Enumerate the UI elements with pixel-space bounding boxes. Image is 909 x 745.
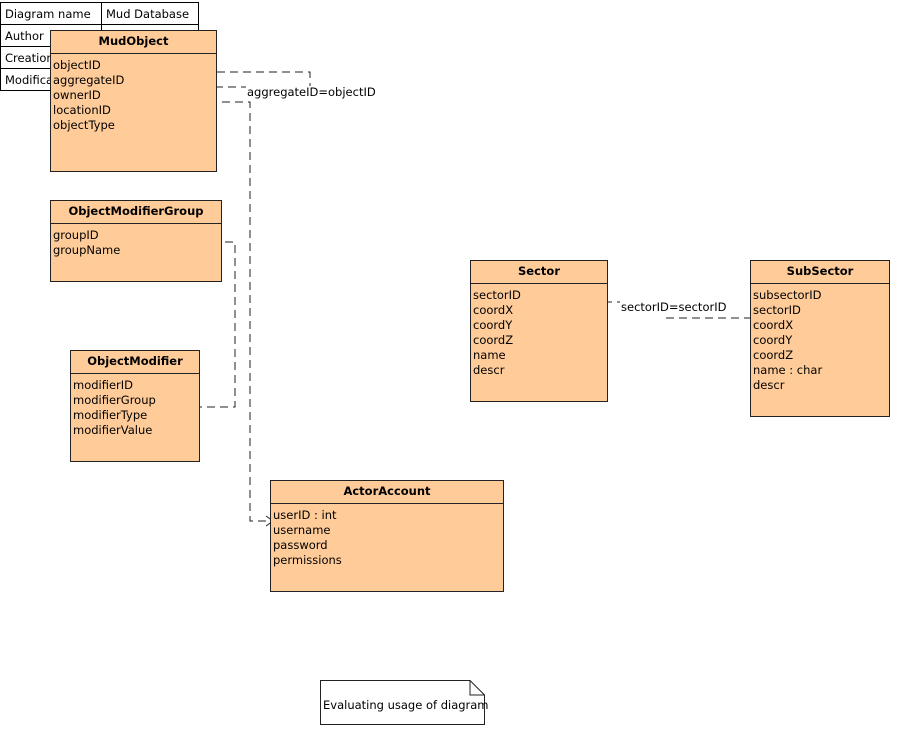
entity-field[interactable]: coordZ	[473, 333, 514, 347]
entity-title: MudObject	[51, 31, 216, 54]
entity-field[interactable]: groupID	[53, 228, 99, 242]
entity-field[interactable]: modifierGroup	[73, 393, 156, 407]
entity-field[interactable]: sectorID	[753, 303, 801, 317]
entity-field[interactable]: ownerID	[53, 88, 101, 102]
entity-field[interactable]: password	[273, 538, 328, 552]
entity-actoraccount[interactable]: ActorAccount userID : int username passw…	[270, 480, 504, 592]
entity-field[interactable]: groupName	[53, 243, 121, 257]
entity-field[interactable]: name	[473, 348, 506, 362]
info-key: Diagram name	[0, 2, 102, 25]
entity-field[interactable]: descr	[473, 363, 505, 377]
entity-field[interactable]: name : char	[753, 363, 823, 377]
entity-field[interactable]: coordZ	[753, 348, 794, 362]
entity-title: ObjectModifierGroup	[51, 201, 221, 224]
entity-field[interactable]: coordY	[753, 333, 793, 347]
note-text: Evaluating usage of diagram	[323, 698, 489, 712]
entity-field[interactable]: aggregateID	[53, 73, 125, 87]
entity-field[interactable]: subsectorID	[753, 288, 822, 302]
entity-field[interactable]: modifierValue	[73, 423, 153, 437]
entity-field[interactable]: coordX	[473, 303, 514, 317]
entity-field[interactable]: descr	[753, 378, 785, 392]
entity-field[interactable]: sectorID	[473, 288, 521, 302]
info-value: Mud Database	[101, 2, 199, 25]
entity-objectmodifiergroup[interactable]: ObjectModifierGroup groupID groupName	[50, 200, 222, 282]
relation-sector-label: sectorID=sectorID	[620, 300, 728, 314]
entity-field[interactable]: locationID	[53, 103, 111, 117]
entity-sector[interactable]: Sector sectorID coordX coordY coordZ nam…	[470, 260, 608, 402]
entity-subsector[interactable]: SubSector subsectorID sectorID coordX co…	[750, 260, 890, 417]
entity-title: ActorAccount	[271, 481, 503, 504]
entity-objectmodifier[interactable]: ObjectModifier modifierID modifierGroup …	[70, 350, 200, 462]
entity-field[interactable]: permissions	[273, 553, 342, 567]
entity-title: Sector	[471, 261, 607, 284]
note-shape	[320, 680, 485, 725]
entity-field[interactable]: objectType	[53, 118, 115, 132]
entity-mudobject[interactable]: MudObject objectID aggregateID ownerID l…	[50, 30, 217, 172]
entity-title: SubSector	[751, 261, 889, 284]
entity-field[interactable]: username	[273, 523, 331, 537]
entity-field[interactable]: coordX	[753, 318, 794, 332]
diagram-note[interactable]: Evaluating usage of diagram	[320, 680, 489, 725]
entity-field[interactable]: modifierID	[73, 378, 134, 392]
entity-title: ObjectModifier	[71, 351, 199, 374]
entity-field[interactable]: modifierType	[73, 408, 148, 422]
relation-aggregate-label: aggregateID=objectID	[246, 85, 377, 99]
info-row: Diagram name Mud Database	[0, 2, 199, 25]
entity-field[interactable]: objectID	[53, 58, 101, 72]
entity-field[interactable]: userID : int	[273, 508, 337, 522]
entity-field[interactable]: coordY	[473, 318, 513, 332]
